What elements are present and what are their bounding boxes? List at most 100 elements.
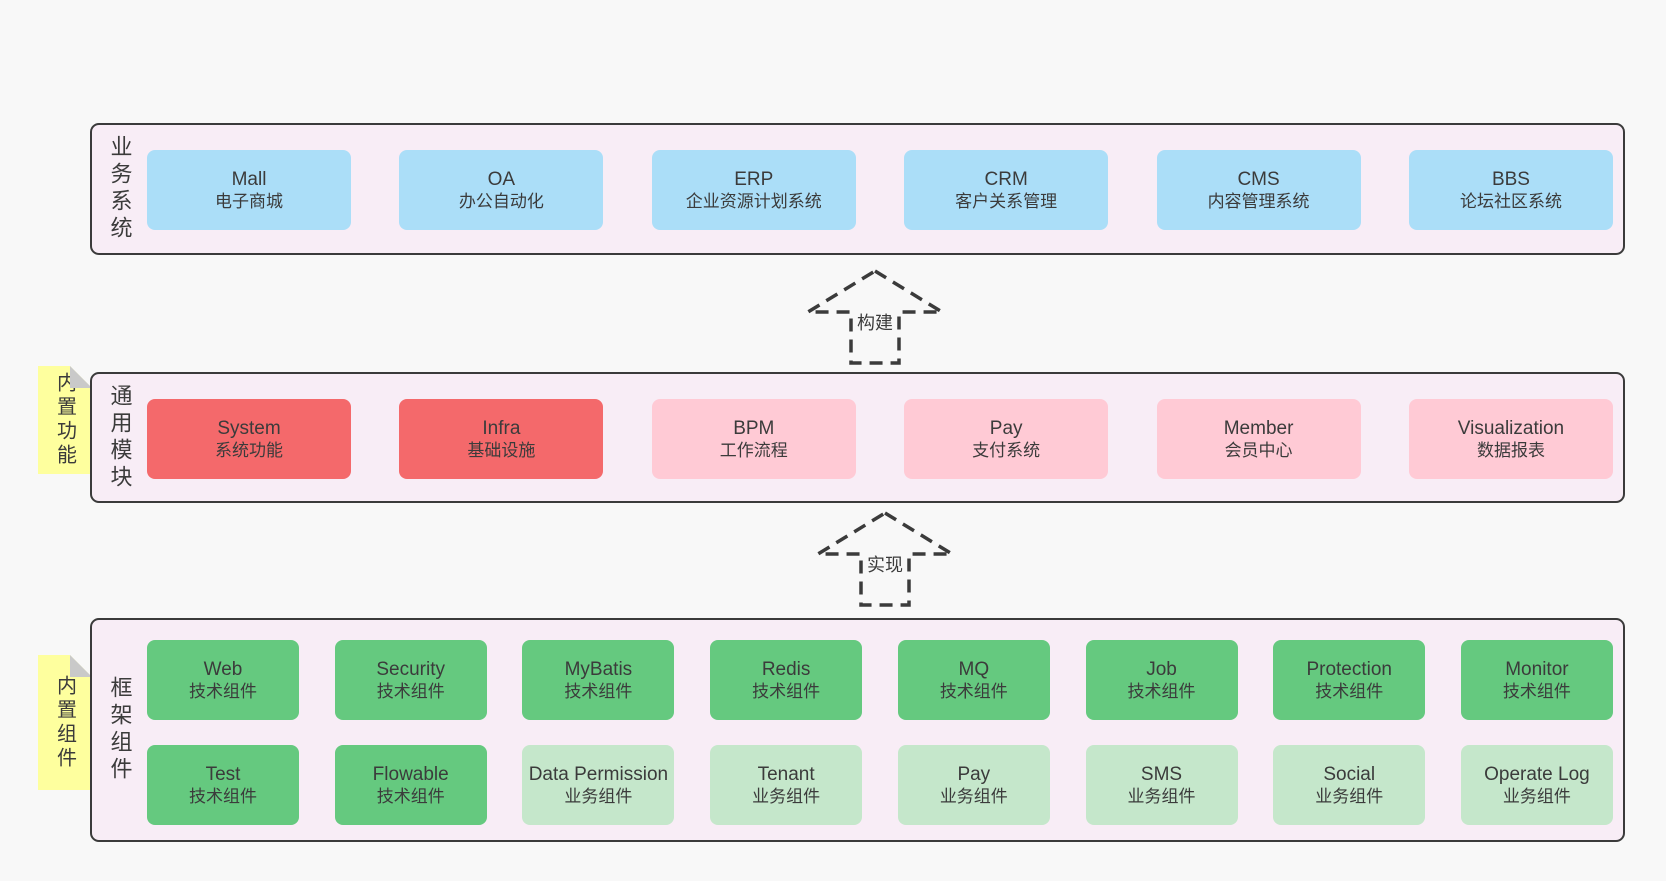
box-subtitle: 业务组件 — [1127, 787, 1196, 807]
box-title: Member — [1223, 417, 1294, 439]
box-title: Test — [205, 763, 241, 785]
box-row: Test 技术组件 Flowable 技术组件 Data Permission … — [147, 745, 1613, 825]
box-crm: CRM 客户关系管理 — [904, 150, 1109, 230]
box-title: System — [217, 417, 281, 439]
layer-title-text: 通用模块 — [107, 383, 133, 492]
box-title: Job — [1146, 658, 1177, 680]
box-subtitle: 企业资源计划系统 — [685, 192, 822, 212]
box-pay-component: Pay 业务组件 — [897, 745, 1050, 825]
box-infra: Infra 基础设施 — [399, 399, 604, 479]
box-title: SMS — [1140, 763, 1183, 785]
box-title: Monitor — [1505, 658, 1569, 680]
box-title: Redis — [761, 658, 811, 680]
box-test: Test 技术组件 — [147, 745, 299, 825]
box-title: Pay — [957, 763, 991, 785]
box-security: Security 技术组件 — [334, 640, 487, 720]
box-mq: MQ 技术组件 — [897, 640, 1050, 720]
box-subtitle: 技术组件 — [1315, 682, 1384, 702]
layer-title: 框架组件 — [92, 620, 147, 840]
box-bpm: BPM 工作流程 — [651, 399, 856, 479]
arrow-implement: 实现 — [815, 510, 955, 608]
box-row: Mall 电子商城 OA 办公自动化 ERP 企业资源计划系统 CRM 客户关系… — [147, 150, 1613, 230]
box-protection: Protection 技术组件 — [1273, 640, 1426, 720]
layer-title-text: 业务系统 — [107, 135, 133, 243]
box-title: MyBatis — [564, 658, 633, 680]
box-subtitle: 技术组件 — [376, 682, 445, 702]
up-arrow-icon — [805, 268, 945, 365]
box-title: ERP — [734, 168, 774, 190]
box-title: Mall — [231, 168, 267, 190]
box-subtitle: 客户关系管理 — [955, 192, 1058, 212]
layer-common-modules: 通用模块 System 系统功能 Infra 基础设施 BPM 工作流程 Pay… — [90, 372, 1625, 503]
sticky-label: 内置功能 — [53, 372, 76, 468]
box-data-permission: Data Permission 业务组件 — [522, 745, 675, 825]
box-web: Web 技术组件 — [147, 640, 299, 720]
box-member: Member 会员中心 — [1156, 399, 1361, 479]
box-title: CRM — [984, 168, 1028, 190]
box-flowable: Flowable 技术组件 — [334, 745, 487, 825]
box-system: System 系统功能 — [147, 399, 351, 479]
box-subtitle: 技术组件 — [189, 682, 257, 702]
box-subtitle: 技术组件 — [1127, 682, 1196, 702]
box-oa: OA 办公自动化 — [399, 150, 604, 230]
up-arrow-icon — [815, 510, 955, 607]
box-subtitle: 数据报表 — [1476, 441, 1545, 461]
arrow-build: 构建 — [805, 268, 945, 366]
box-social: Social 业务组件 — [1273, 745, 1426, 825]
box-subtitle: 业务组件 — [564, 787, 633, 807]
layer-title: 业务系统 — [92, 125, 147, 253]
box-bbs: BBS 论坛社区系统 — [1408, 150, 1613, 230]
box-title: Visualization — [1457, 417, 1565, 439]
box-subtitle: 论坛社区系统 — [1459, 192, 1562, 212]
box-tenant: Tenant 业务组件 — [710, 745, 863, 825]
box-title: Security — [376, 658, 446, 680]
box-title: Pay — [989, 417, 1023, 439]
box-visualization: Visualization 数据报表 — [1408, 399, 1613, 479]
box-title: Social — [1323, 763, 1376, 785]
box-subtitle: 业务组件 — [752, 787, 821, 807]
box-subtitle: 电子商城 — [215, 192, 283, 212]
box-subtitle: 技术组件 — [376, 787, 445, 807]
box-erp: ERP 企业资源计划系统 — [651, 150, 856, 230]
box-subtitle: 业务组件 — [1315, 787, 1384, 807]
box-title: Infra — [482, 417, 521, 439]
box-cms: CMS 内容管理系统 — [1156, 150, 1361, 230]
layer-framework-components: 框架组件 Web 技术组件 Security 技术组件 MyBatis 技术组件… — [90, 618, 1625, 842]
box-subtitle: 技术组件 — [939, 682, 1008, 702]
box-title: Tenant — [757, 763, 815, 785]
box-subtitle: 会员中心 — [1224, 441, 1293, 461]
box-row: System 系统功能 Infra 基础设施 BPM 工作流程 Pay 支付系统… — [147, 399, 1613, 479]
box-subtitle: 基础设施 — [467, 441, 536, 461]
sticky-label: 内置组件 — [53, 674, 76, 771]
box-sms: SMS 业务组件 — [1085, 745, 1238, 825]
box-row: Web 技术组件 Security 技术组件 MyBatis 技术组件 Redi… — [147, 640, 1613, 720]
box-title: Data Permission — [528, 763, 669, 785]
box-subtitle: 技术组件 — [752, 682, 821, 702]
box-subtitle: 技术组件 — [189, 787, 257, 807]
sticky-note-builtin-features: 内置功能 — [38, 366, 92, 474]
box-title: Web — [203, 658, 243, 680]
box-mall: Mall 电子商城 — [147, 150, 351, 230]
box-operate-log: Operate Log 业务组件 — [1460, 745, 1613, 825]
box-title: BBS — [1491, 168, 1530, 190]
box-title: BPM — [733, 417, 775, 439]
box-job: Job 技术组件 — [1085, 640, 1238, 720]
box-subtitle: 业务组件 — [1502, 787, 1571, 807]
box-title: Protection — [1306, 658, 1392, 680]
layer-business-systems: 业务系统 Mall 电子商城 OA 办公自动化 ERP 企业资源计划系统 CRM… — [90, 123, 1625, 255]
box-subtitle: 内容管理系统 — [1207, 192, 1310, 212]
box-subtitle: 技术组件 — [1502, 682, 1571, 702]
sticky-fold-corner — [70, 655, 92, 677]
sticky-note-builtin-components: 内置组件 — [38, 655, 92, 790]
box-title: Flowable — [372, 763, 449, 785]
box-subtitle: 工作流程 — [719, 441, 788, 461]
box-title: MQ — [958, 658, 990, 680]
layer-title-text: 框架组件 — [107, 676, 133, 784]
box-pay-module: Pay 支付系统 — [904, 399, 1109, 479]
box-redis: Redis 技术组件 — [710, 640, 863, 720]
box-monitor: Monitor 技术组件 — [1460, 640, 1613, 720]
sticky-fold-corner — [70, 366, 92, 388]
box-subtitle: 系统功能 — [215, 441, 283, 461]
box-title: OA — [487, 168, 516, 190]
box-subtitle: 支付系统 — [972, 441, 1041, 461]
